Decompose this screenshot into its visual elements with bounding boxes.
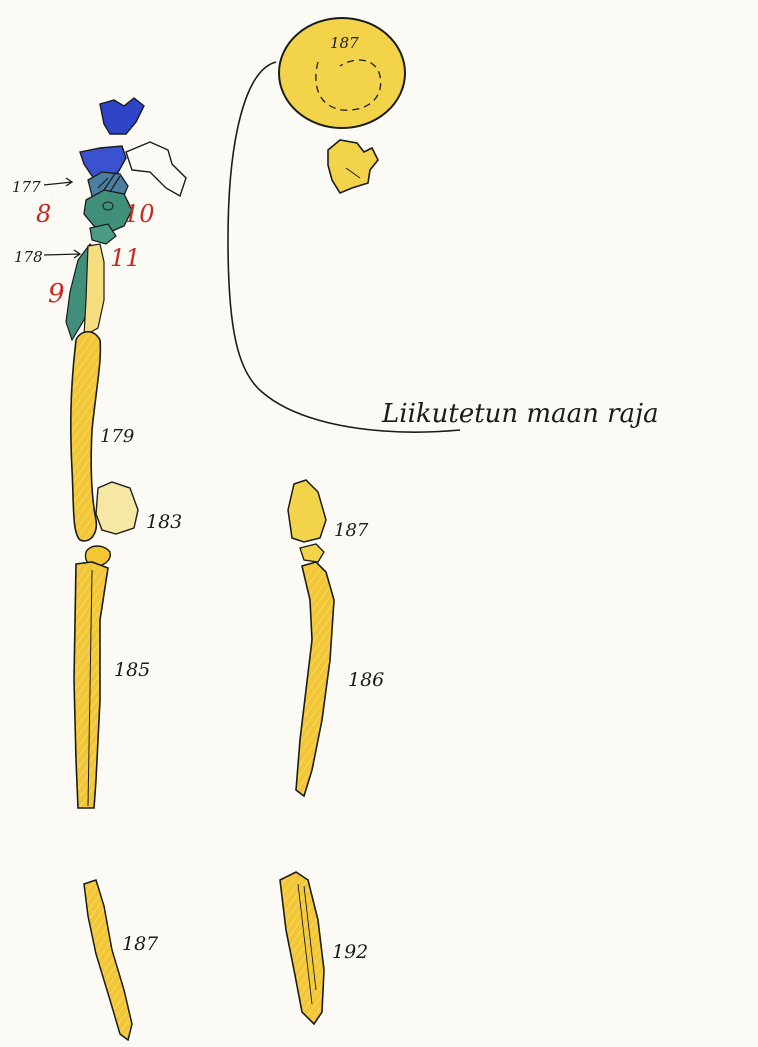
skull-fragment [328, 140, 378, 193]
label-186: 186 [348, 669, 384, 691]
label-183: 183 [146, 511, 182, 533]
label-179: 179 [100, 426, 134, 447]
bone-187-mid-small [300, 544, 324, 562]
label-11: 11 [110, 244, 141, 272]
right-leg-bones [280, 480, 334, 1024]
label-187-mid: 187 [334, 520, 369, 541]
label-187-lower: 187 [122, 933, 159, 955]
arrow-178 [44, 250, 80, 258]
bone-187-mid [288, 480, 326, 542]
bone-185 [74, 562, 108, 808]
bone-183 [96, 482, 138, 534]
label-177: 177 [12, 178, 41, 196]
arrow-177 [44, 178, 72, 186]
white-fragment [126, 142, 186, 196]
bone-186 [296, 562, 334, 796]
label-192: 192 [332, 941, 368, 963]
label-skull-187: 187 [330, 34, 359, 52]
label-178: 178 [14, 248, 43, 266]
label-185: 185 [114, 659, 150, 681]
label-9: 9 [48, 279, 65, 309]
pale-strip-178 [84, 244, 104, 336]
blue-fragment-top [100, 98, 144, 134]
bone-187-lower [84, 880, 132, 1040]
label-boundary: Liikutetun maan raja [381, 399, 659, 429]
label-10: 10 [124, 200, 155, 228]
bone-192 [280, 872, 324, 1024]
label-8: 8 [36, 200, 51, 228]
